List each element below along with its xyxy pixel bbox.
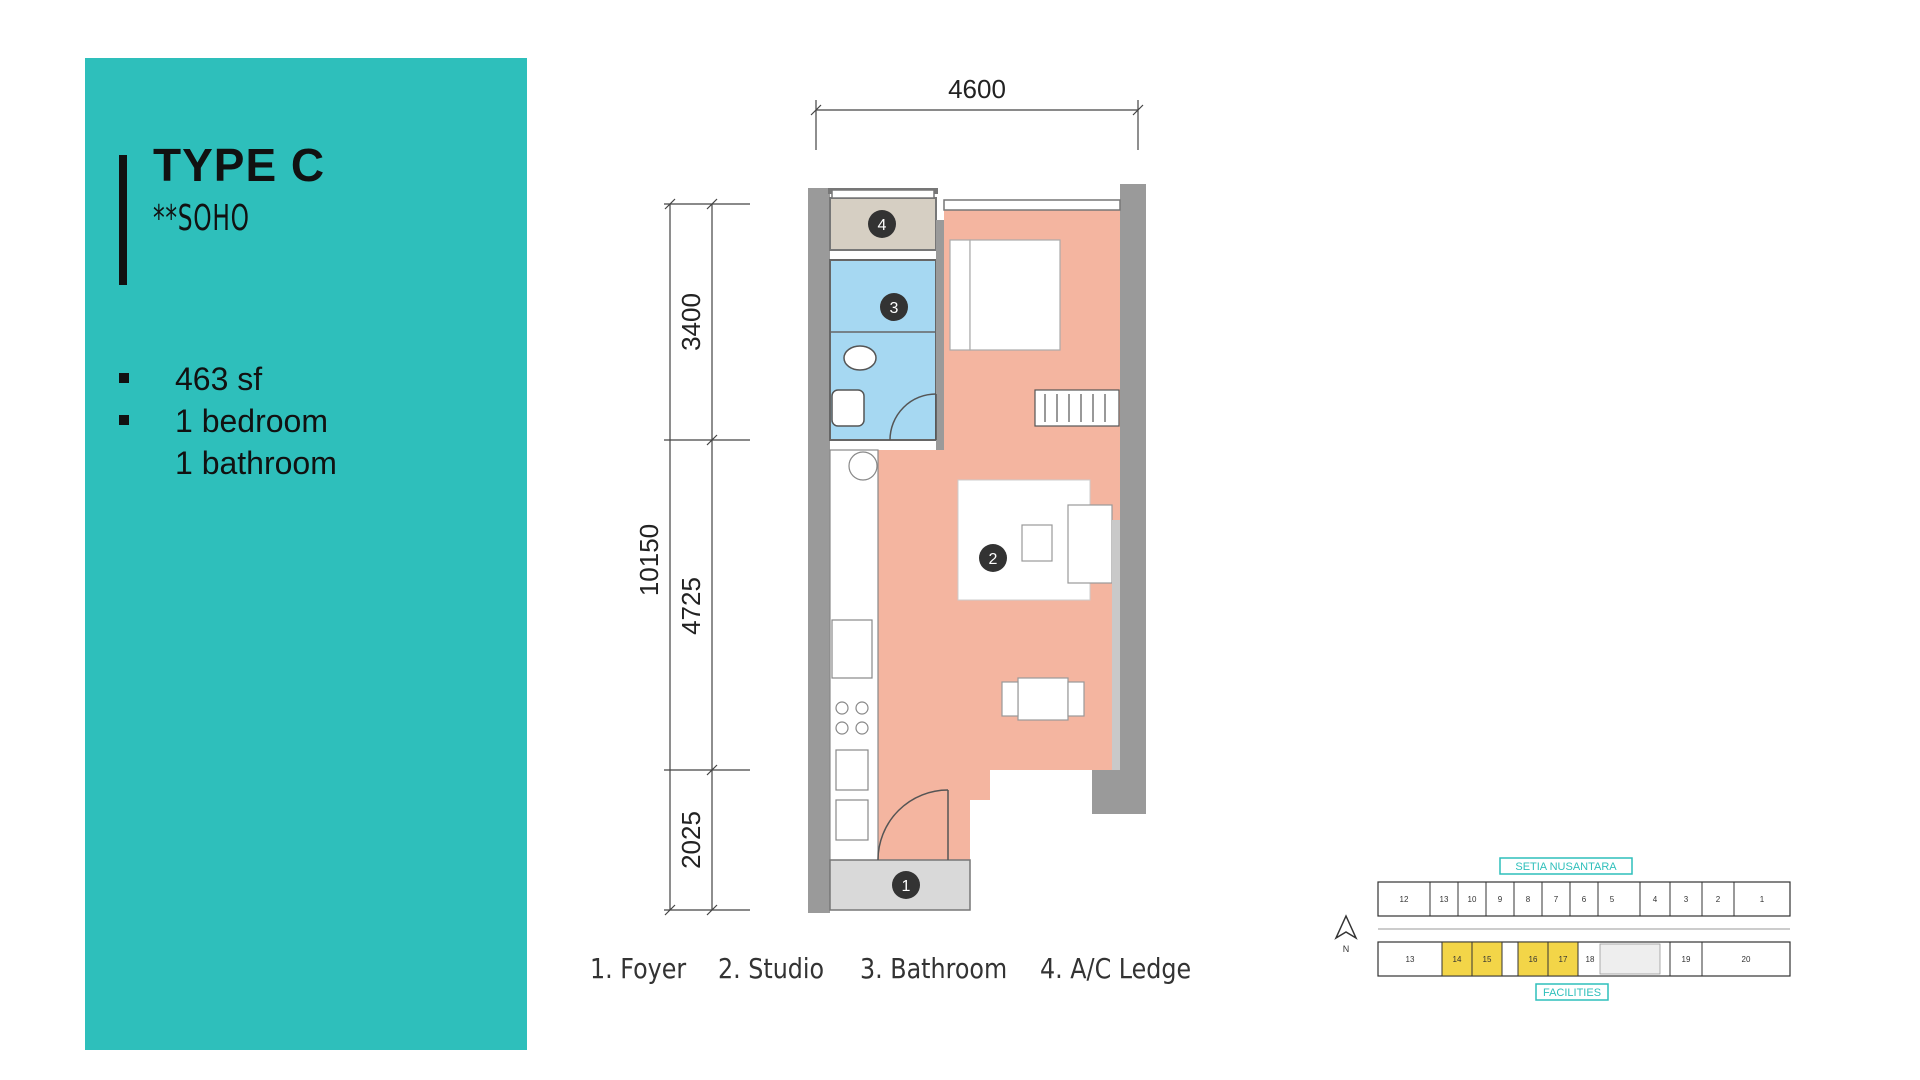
depth-segment-label: 2025 bbox=[676, 811, 706, 869]
room-marker-bathroom: 3 bbox=[880, 293, 908, 321]
unit-type-title: TYPE C bbox=[153, 139, 326, 191]
floor-plan: 4600 10150 3400 4725 2025 bbox=[634, 74, 1146, 916]
key-plan-top-label: SETIA NUSANTARA bbox=[1515, 861, 1617, 873]
ac-ledge-railing bbox=[831, 189, 935, 199]
svg-text:1: 1 bbox=[1760, 895, 1765, 904]
kitchen-counter bbox=[829, 449, 879, 896]
basin bbox=[831, 389, 865, 427]
dining-table bbox=[1017, 677, 1069, 721]
svg-text:16: 16 bbox=[1529, 955, 1538, 964]
svg-text:2: 2 bbox=[1716, 895, 1721, 904]
entry-door-swing bbox=[877, 789, 949, 861]
spec-bedroom: 1 bedroom bbox=[175, 403, 328, 439]
depth-dimensions bbox=[664, 198, 750, 916]
accent-bar bbox=[119, 155, 127, 285]
width-dimension bbox=[810, 100, 1144, 150]
bullet-icon bbox=[119, 373, 129, 383]
svg-text:1: 1 bbox=[902, 878, 911, 895]
spec-bathroom: 1 bathroom bbox=[175, 445, 337, 481]
bullet-icon bbox=[119, 415, 129, 425]
svg-text:13: 13 bbox=[1440, 895, 1449, 904]
svg-text:7: 7 bbox=[1554, 895, 1559, 904]
core-area bbox=[1599, 943, 1661, 975]
svg-text:3: 3 bbox=[1684, 895, 1689, 904]
svg-text:2: 2 bbox=[989, 551, 998, 568]
width-dimension-label: 4600 bbox=[948, 74, 1006, 104]
unit-type-subtitle: **SOHO bbox=[153, 198, 250, 239]
spec-area: 463 sf bbox=[175, 361, 263, 397]
svg-text:15: 15 bbox=[1483, 955, 1492, 964]
legend-foyer: 1. Foyer bbox=[590, 952, 687, 985]
toilet bbox=[843, 345, 877, 371]
legend-studio: 2. Studio bbox=[718, 952, 825, 985]
bed bbox=[969, 239, 1061, 351]
svg-text:14: 14 bbox=[1453, 955, 1462, 964]
walls bbox=[808, 184, 1146, 913]
room-marker-ac-ledge: 4 bbox=[868, 210, 896, 238]
key-plan: SETIA NUSANTARA N 12 13 10 9 8 7 6 5 4 3… bbox=[1334, 857, 1791, 1001]
svg-text:10: 10 bbox=[1468, 895, 1477, 904]
tower-block-top bbox=[1377, 881, 1791, 917]
svg-text:9: 9 bbox=[1498, 895, 1503, 904]
svg-text:13: 13 bbox=[1406, 955, 1415, 964]
svg-text:17: 17 bbox=[1559, 955, 1568, 964]
sofa bbox=[1067, 504, 1113, 584]
svg-text:8: 8 bbox=[1526, 895, 1531, 904]
coffee-table bbox=[1021, 524, 1053, 562]
window bbox=[943, 199, 1121, 211]
wardrobe bbox=[1034, 389, 1120, 427]
svg-text:N: N bbox=[1343, 944, 1350, 954]
room-marker-studio: 2 bbox=[979, 544, 1007, 572]
depth-segment-label: 3400 bbox=[676, 293, 706, 351]
legend-bathroom: 3. Bathroom bbox=[860, 952, 1008, 985]
svg-text:4: 4 bbox=[1653, 895, 1658, 904]
svg-text:6: 6 bbox=[1582, 895, 1587, 904]
svg-text:4: 4 bbox=[878, 217, 887, 234]
highlighted-unit bbox=[1471, 941, 1503, 977]
svg-text:12: 12 bbox=[1400, 895, 1409, 904]
key-plan-bottom-label: FACILITIES bbox=[1543, 987, 1601, 999]
unit-info-panel: TYPE C **SOHO 463 sf 1 bedroom 1 bathroo… bbox=[85, 58, 527, 1050]
total-depth-label: 10150 bbox=[634, 524, 664, 596]
balcony-glazing bbox=[1112, 520, 1120, 770]
svg-text:20: 20 bbox=[1742, 955, 1751, 964]
legend-ac-ledge: 4. A/C Ledge bbox=[1040, 952, 1192, 985]
svg-text:5: 5 bbox=[1610, 895, 1615, 904]
svg-text:19: 19 bbox=[1682, 955, 1691, 964]
tower-block-bottom bbox=[1377, 941, 1791, 977]
depth-segment-label: 4725 bbox=[676, 577, 706, 635]
north-arrow-icon: N bbox=[1334, 914, 1358, 954]
svg-text:18: 18 bbox=[1586, 955, 1595, 964]
svg-text:3: 3 bbox=[890, 300, 899, 317]
bathroom-wall bbox=[936, 220, 944, 450]
room-marker-foyer: 1 bbox=[892, 871, 920, 899]
highlighted-unit bbox=[1517, 941, 1549, 977]
highlighted-unit bbox=[1441, 941, 1473, 977]
